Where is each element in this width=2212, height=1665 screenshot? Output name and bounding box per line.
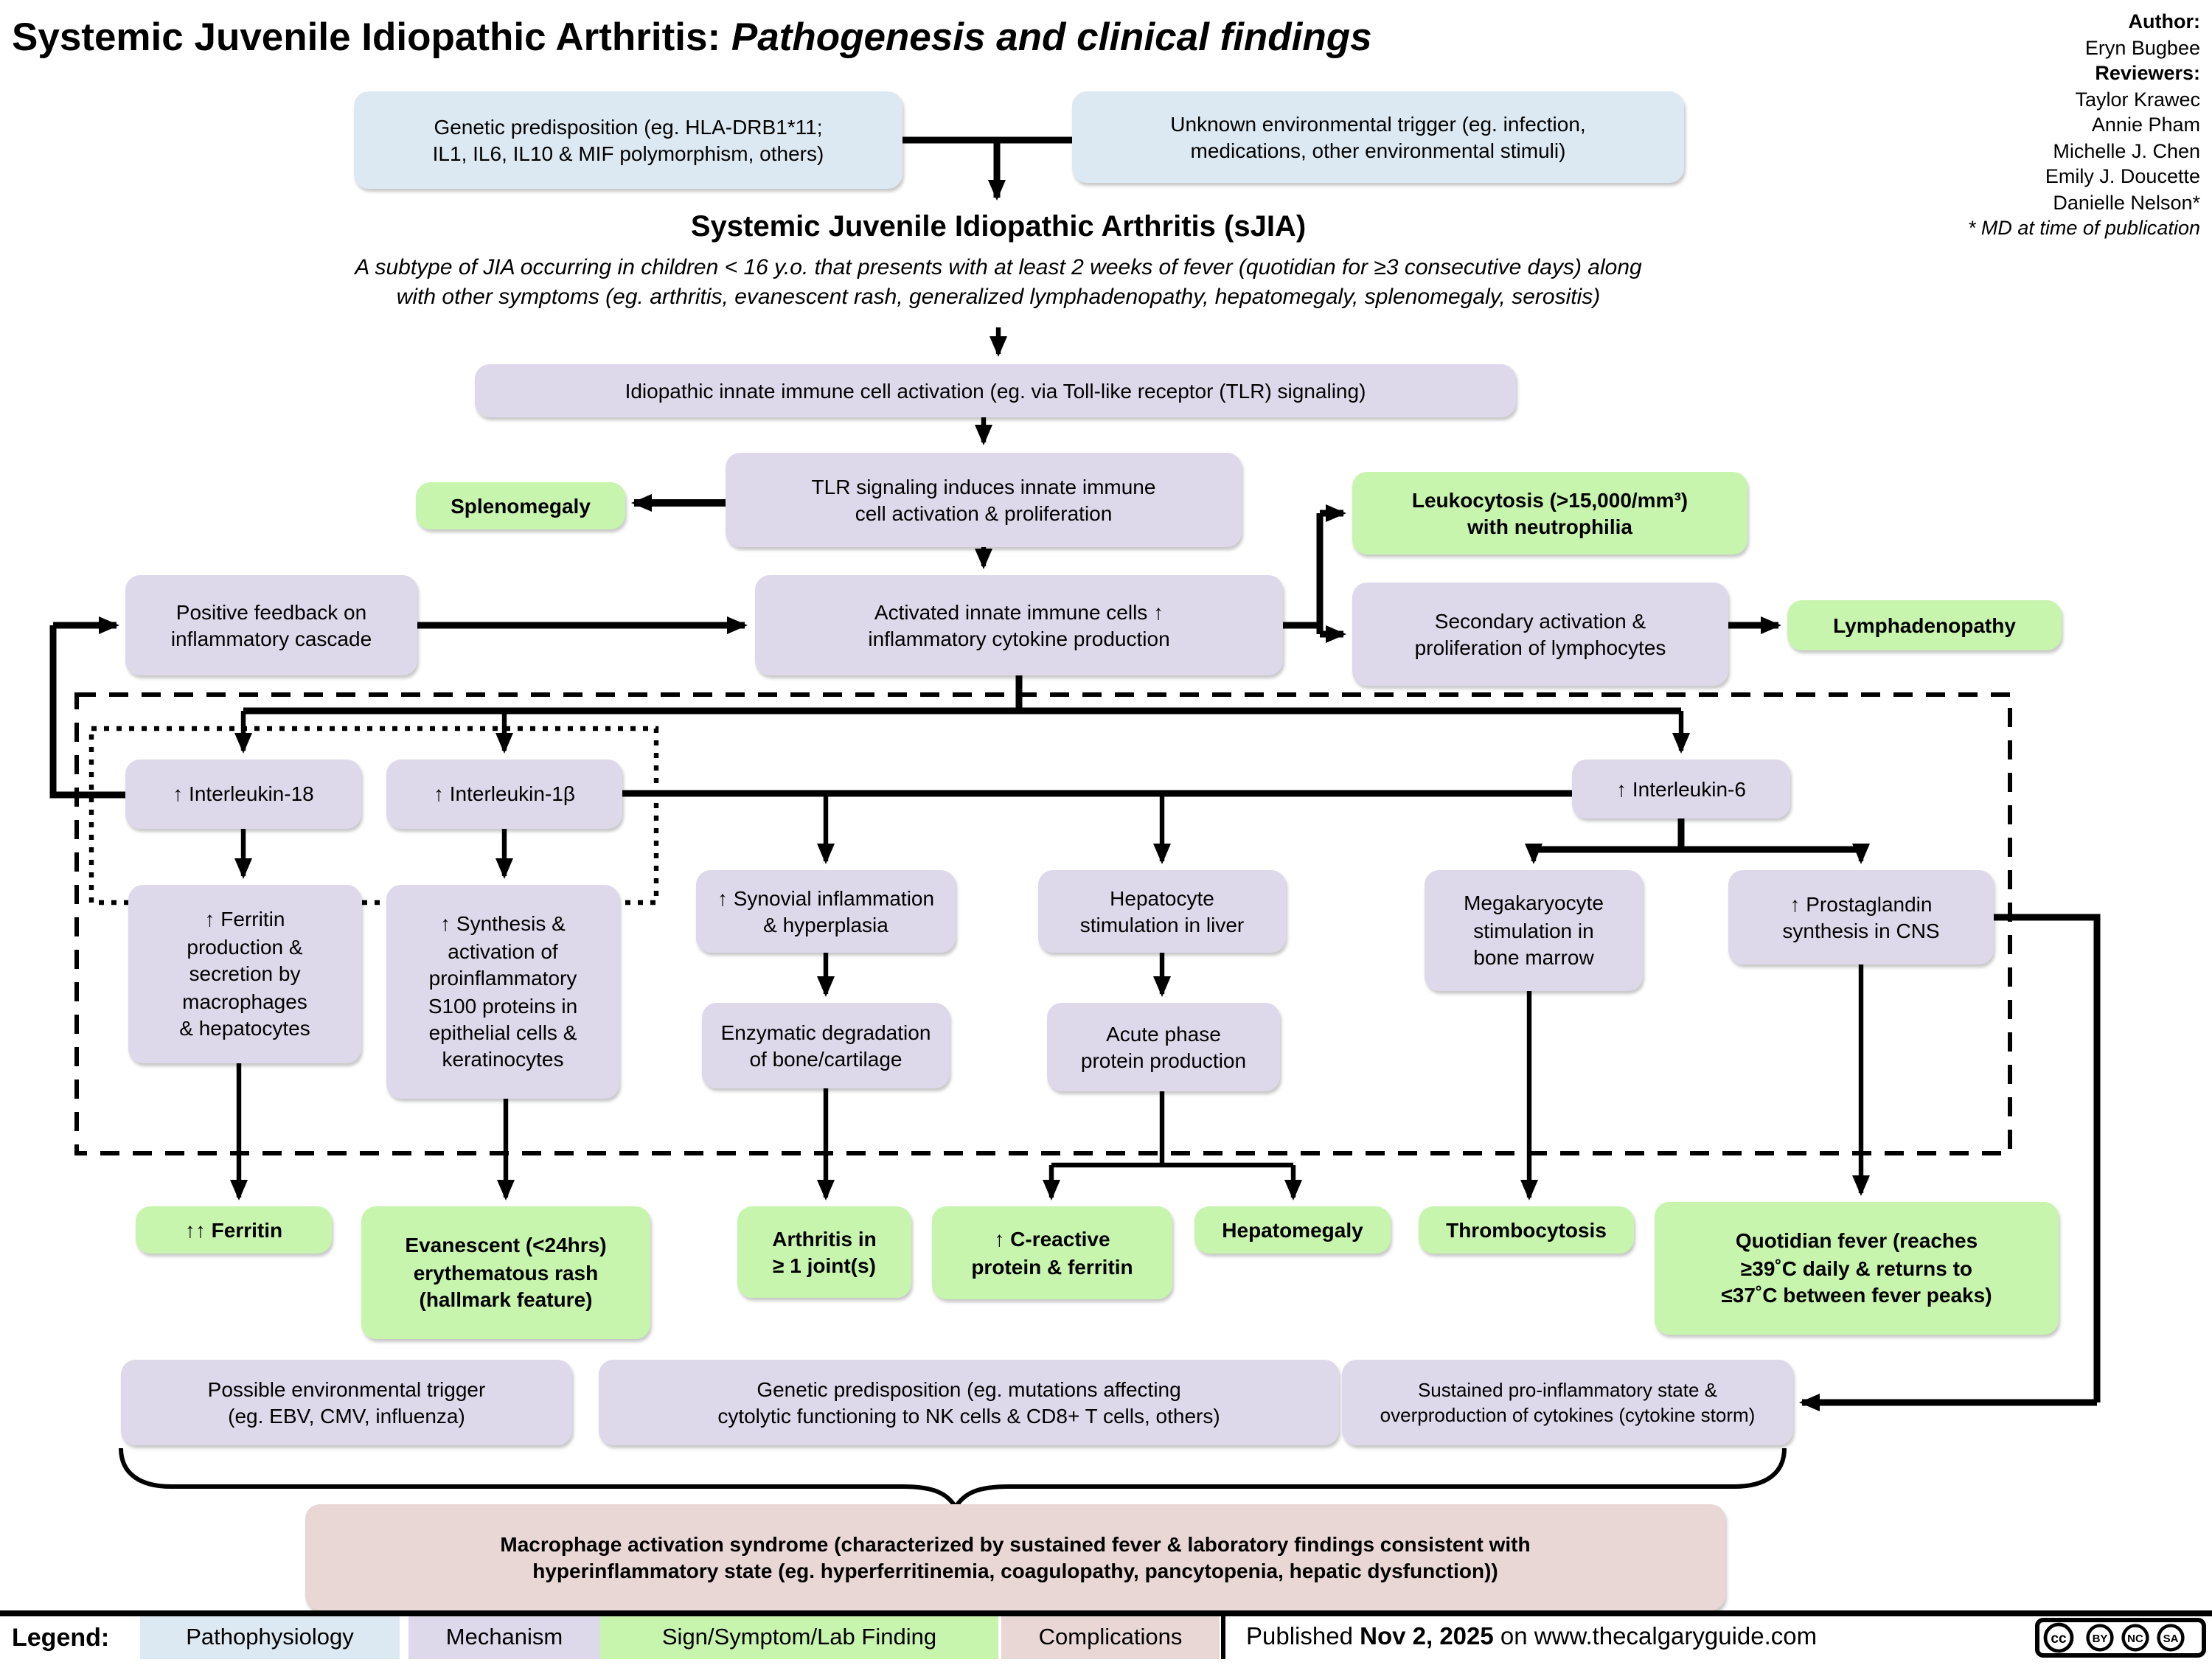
node-arthritis: Arthritis in ≥ 1 joint(s) [737, 1206, 911, 1298]
node-hepatomegaly: Hepatomegaly [1194, 1206, 1391, 1254]
svg-text:SA: SA [2163, 1633, 2179, 1645]
reviewer-name: Emily J. Doucette [2045, 165, 2200, 188]
by-icon [2086, 1624, 2114, 1652]
cc-by-nc-sa-icon: cc BY NC SA [2035, 1618, 2206, 1658]
node-secondary-activation: Secondary activation & proliferation of … [1352, 583, 1728, 686]
legend-mechanism: Mechanism [408, 1616, 600, 1659]
published-line: Published Nov 2, 2025 on www.thecalgaryg… [1246, 1616, 1817, 1659]
node-idiopathic-activation: Idiopathic innate immune cell activation… [475, 364, 1516, 417]
node-thrombocytosis: Thrombocytosis [1419, 1206, 1634, 1254]
reviewers-label: Reviewers: [2095, 62, 2200, 85]
reviewer-name: Danielle Nelson* [2053, 191, 2200, 214]
reviewer-name: Annie Pham [2091, 114, 2200, 136]
page-title-main: Systemic Juvenile Idiopathic Arthritis: [12, 15, 721, 59]
legend-top-border [0, 1610, 2212, 1616]
node-cytokine-storm: Sustained pro-inflammatory state & overp… [1342, 1360, 1793, 1445]
credits-note: * MD at time of publication [1967, 217, 2200, 240]
node-macrophage-activation-syndrome: Macrophage activation syndrome (characte… [305, 1504, 1725, 1610]
legend-sign-symptom: Sign/Symptom/Lab Finding [600, 1616, 998, 1659]
published-prefix: Published [1246, 1624, 1360, 1650]
node-high-ferritin: ↑↑ Ferritin [136, 1206, 332, 1254]
node-ferritin-production: ↑ Ferritin production & secretion by mac… [128, 885, 361, 1063]
node-genetic-predisposition: Genetic predisposition (eg. HLA-DRB1*11;… [354, 91, 902, 189]
node-splenomegaly: Splenomegaly [416, 482, 625, 529]
node-quotidian-fever: Quotidian fever (reaches ≥39˚C daily & r… [1655, 1202, 2059, 1335]
cc-icon [2043, 1622, 2074, 1653]
legend-label: Legend: [12, 1624, 110, 1652]
reviewer-name: Taylor Krawec [2075, 88, 2200, 111]
nc-icon [2121, 1624, 2149, 1652]
node-interleukin-18: ↑ Interleukin-18 [125, 759, 361, 829]
node-possible-env-trigger: Possible environmental trigger (eg. EBV,… [121, 1360, 572, 1445]
svg-text:NC: NC [2127, 1633, 2143, 1645]
node-evanescent-rash: Evanescent (<24hrs) erythematous rash (h… [361, 1206, 650, 1339]
node-genetic-predisposition-mas: Genetic predisposition (eg. mutations af… [599, 1360, 1339, 1445]
published-date: Nov 2, 2025 [1360, 1624, 1494, 1650]
legend-complications: Complications [1001, 1616, 1220, 1659]
published-site: on www.thecalgaryguide.com [1493, 1624, 1818, 1650]
author-name: Eryn Bugbee [2084, 36, 2200, 59]
node-lymphadenopathy: Lymphadenopathy [1787, 600, 2062, 650]
node-synovial-inflammation: ↑ Synovial inflammation & hyperplasia [696, 870, 956, 953]
reviewer-name: Michelle J. Chen [2053, 139, 2200, 162]
node-interleukin-1b: ↑ Interleukin-1β [386, 759, 622, 829]
sjia-description: A subtype of JIA occurring in children <… [355, 255, 1642, 310]
node-megakaryocyte-stimulation: Megakaryocyte stimulation in bone marrow [1425, 870, 1643, 991]
node-interleukin-6: ↑ Interleukin-6 [1572, 759, 1790, 818]
node-acute-phase-proteins: Acute phase protein production [1047, 1003, 1280, 1091]
legend-divider [1221, 1616, 1225, 1659]
node-crp-ferritin: ↑ C-reactive protein & ferritin [932, 1206, 1172, 1299]
node-activated-innate-cells: Activated innate immune cells ↑ inflamma… [755, 575, 1283, 675]
node-prostaglandin-synthesis: ↑ Prostaglandin synthesis in CNS [1728, 870, 1994, 964]
sjia-heading: Systemic Juvenile Idiopathic Arthritis (… [690, 211, 1307, 243]
cc-license-badge: cc BY NC SA [2035, 1618, 2206, 1665]
node-positive-feedback: Positive feedback on inflammatory cascad… [125, 575, 417, 675]
credits-block: Author: Eryn Bugbee Reviewers: Taylor Kr… [1968, 9, 2200, 242]
node-s100-synthesis: ↑ Synthesis & activation of proinflammat… [386, 885, 619, 1099]
node-leukocytosis: Leukocytosis (>15,000/mm³) with neutroph… [1352, 472, 1747, 555]
page-title: Systemic Juvenile Idiopathic Arthritis: … [12, 15, 1372, 60]
node-environmental-trigger: Unknown environmental trigger (eg. infec… [1072, 91, 1684, 183]
legend-pathophysiology: Pathophysiology [140, 1616, 400, 1659]
node-hepatocyte-stimulation: Hepatocyte stimulation in liver [1038, 870, 1286, 953]
page-title-italic: Pathogenesis and clinical findings [720, 15, 1372, 59]
author-label: Author: [2128, 10, 2200, 32]
sa-icon [2157, 1624, 2185, 1652]
svg-text:cc: cc [2051, 1631, 2067, 1647]
svg-text:BY: BY [2093, 1633, 2108, 1645]
node-tlr-signaling: TLR signaling induces innate immune cell… [726, 453, 1242, 547]
node-enzymatic-degradation: Enzymatic degradation of bone/cartilage [702, 1003, 950, 1088]
